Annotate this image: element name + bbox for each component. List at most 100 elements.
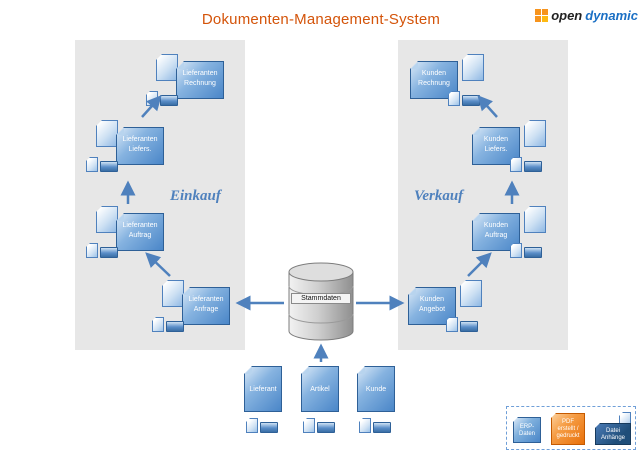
doc-text: Liefers. — [484, 145, 508, 153]
folder-icon — [460, 321, 478, 332]
attachment-icons — [86, 243, 120, 261]
node-lieferanten-liefers: Lieferanten Liefers. — [86, 120, 170, 180]
document-label: Kunden Rechnung — [410, 61, 458, 99]
folder-icon — [166, 321, 184, 332]
doc-text: Lieferanten — [188, 296, 224, 303]
attachment-icons — [246, 418, 280, 436]
legend-datei-anhaenge-doc: Datei Anhänge — [595, 423, 631, 445]
folder-icon — [524, 161, 542, 172]
logo-grid-icon — [535, 9, 549, 22]
legend-text: Datei — [605, 428, 620, 434]
doc-text: Rechnung — [418, 79, 450, 87]
file-icon — [86, 243, 98, 258]
document-label: Lieferanten Anfrage — [182, 287, 230, 325]
fold-corner — [245, 367, 252, 374]
node-kunden-angebot: Kunden Angebot — [408, 280, 492, 340]
attachment-icons — [152, 317, 186, 335]
doc-text: Lieferanten — [122, 136, 158, 143]
doc-text: Kunden — [419, 296, 445, 303]
doc-text: Anfrage — [193, 305, 219, 313]
node-lieferanten-rechnung: Lieferanten Rechnung — [146, 54, 230, 114]
document-icon — [460, 280, 482, 307]
attachment-icons — [448, 91, 482, 109]
einkauf-label: Einkauf — [170, 188, 221, 204]
document-icon — [156, 54, 178, 81]
node-lieferanten-anfrage: Lieferanten Anfrage — [152, 280, 236, 340]
file-icon — [359, 418, 371, 433]
doc-text: Auftrag — [128, 231, 152, 239]
stammdaten-database: Stammdaten — [288, 262, 354, 342]
fold-corner — [473, 214, 480, 221]
database-label: Stammdaten — [291, 293, 351, 304]
fold-corner — [183, 288, 190, 295]
doc-text: Kunden — [483, 136, 509, 143]
verkauf-label: Verkauf — [414, 188, 464, 204]
file-icon — [446, 317, 458, 332]
attachment-icons — [146, 91, 180, 109]
fold-corner — [177, 62, 184, 69]
doc-text: Rechnung — [184, 79, 216, 87]
database-icon — [288, 262, 354, 341]
legend-text: Anhänge — [600, 435, 626, 442]
attachment-icons — [86, 157, 120, 175]
doc-text: Kunden — [421, 70, 447, 77]
folder-icon — [317, 422, 335, 433]
doc-text: Lieferanten — [182, 70, 218, 77]
legend-text: gedruckt — [556, 433, 580, 440]
fold-corner — [117, 214, 124, 221]
document-label: Lieferanten Rechnung — [176, 61, 224, 99]
logo-text-open: open — [551, 8, 583, 23]
folder-icon — [373, 422, 391, 433]
document-icon — [162, 280, 184, 307]
legend-erp-daten-doc: ERP- Daten — [513, 417, 541, 443]
doc-text: Kunden — [483, 222, 509, 229]
file-icon — [303, 418, 315, 433]
legend-pdf-doc: PDF erstellt / gedruckt — [551, 413, 585, 445]
document-icon — [524, 120, 546, 147]
fold-corner — [411, 62, 418, 69]
document-icon — [462, 54, 484, 81]
legend-text: ERP- — [519, 424, 535, 430]
folder-icon — [524, 247, 542, 258]
document-icon — [96, 120, 118, 147]
doc-text: Artikel — [310, 385, 330, 393]
doc-kunde: Kunde — [357, 366, 395, 412]
doc-artikel: Artikel — [301, 366, 339, 412]
file-icon — [510, 243, 522, 258]
file-icon — [146, 91, 158, 106]
file-icon — [152, 317, 164, 332]
node-kunden-rechnung: Kunden Rechnung — [410, 54, 494, 114]
legend-text: erstellt / — [557, 426, 579, 433]
folder-icon — [100, 161, 118, 172]
file-icon — [510, 157, 522, 172]
document-label: Kunden Liefers. — [472, 127, 520, 165]
attachment-icons — [510, 243, 544, 261]
folder-icon — [100, 247, 118, 258]
file-icon — [86, 157, 98, 172]
doc-text: Lieferanten — [122, 222, 158, 229]
fold-corner — [409, 288, 416, 295]
page-title: Dokumenten-Management-System — [201, 11, 441, 28]
file-icon — [448, 91, 460, 106]
logo-text-dynamic: dynamic — [585, 8, 638, 23]
node-kunden-auftrag: Kunden Auftrag — [472, 206, 556, 266]
doc-text: Lieferant — [249, 385, 277, 393]
document-label: Kunden Auftrag — [472, 213, 520, 251]
document-label: Lieferanten Auftrag — [116, 213, 164, 251]
legend-text: Daten — [518, 431, 535, 438]
fold-corner — [358, 367, 365, 374]
doc-lieferant: Lieferant — [244, 366, 282, 412]
doc-text: Kunde — [365, 385, 387, 393]
document-icon — [524, 206, 546, 233]
attachment-icons — [303, 418, 337, 436]
attachment-icons — [359, 418, 393, 436]
doc-text: Angebot — [418, 305, 446, 313]
node-kunden-liefers: Kunden Liefers. — [472, 120, 556, 180]
attachment-icons — [446, 317, 480, 335]
fold-corner — [117, 128, 124, 135]
document-label: Kunden Angebot — [408, 287, 456, 325]
folder-icon — [462, 95, 480, 106]
folder-icon — [260, 422, 278, 433]
